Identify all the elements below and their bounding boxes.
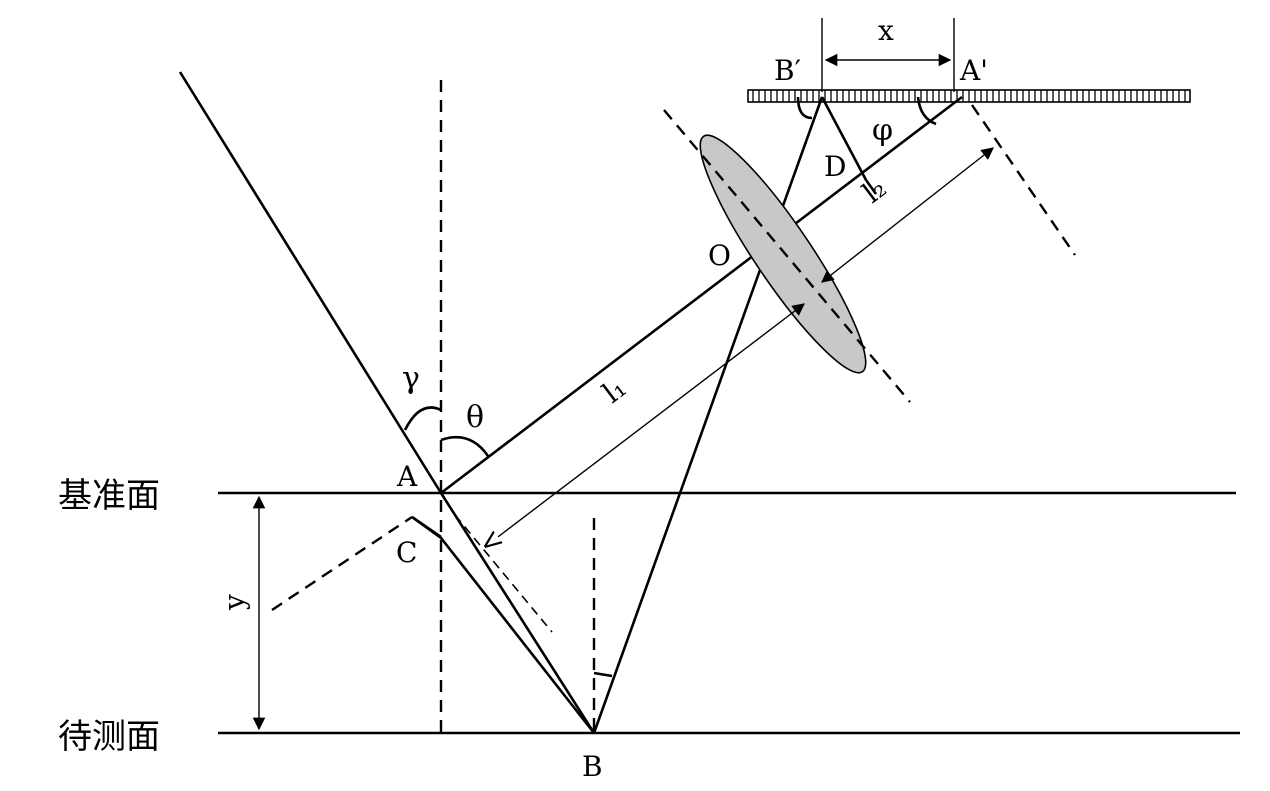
theta-label: θ (466, 400, 484, 435)
point-Aprime-label: A' (959, 54, 988, 87)
beam-A-B (439, 492, 596, 734)
Bprime-angle-arc (796, 96, 813, 120)
point-Bprime-label: B′ (774, 54, 801, 87)
detector-normal-dashed (971, 104, 1076, 256)
point-O-label: O (708, 239, 731, 272)
l2-dimension-line (821, 147, 994, 283)
point-B-label: B (582, 750, 603, 783)
measured-plane-label: 待测面 (58, 717, 160, 757)
l1-dimension-line (486, 304, 804, 546)
segment-C-top (411, 515, 442, 539)
phi-arc (916, 96, 937, 126)
x-label: x (878, 14, 894, 47)
lens (699, 134, 867, 374)
gamma-arc (403, 406, 442, 431)
l1-label: l₁ (596, 371, 632, 410)
beam-extension-dashed (271, 516, 413, 611)
y-label: y (218, 594, 251, 611)
B-angle-mark (593, 671, 613, 678)
incident-continuation-dashed (454, 514, 553, 633)
gamma-label: γ (402, 361, 420, 396)
lens-axis-dashed (663, 109, 911, 403)
phi-label: φ (872, 113, 893, 148)
incident-beam (178, 71, 443, 494)
theta-arc (440, 435, 490, 457)
segment-C-B (411, 515, 596, 734)
point-A-label: A (396, 460, 418, 493)
detector-strip (747, 89, 1191, 103)
point-C-label: C (396, 536, 417, 569)
point-D-label: D (824, 150, 846, 183)
beam-B-Bprime (592, 96, 824, 734)
l2-label: l₂ (856, 171, 892, 210)
reference-plane-label: 基准面 (58, 476, 160, 516)
